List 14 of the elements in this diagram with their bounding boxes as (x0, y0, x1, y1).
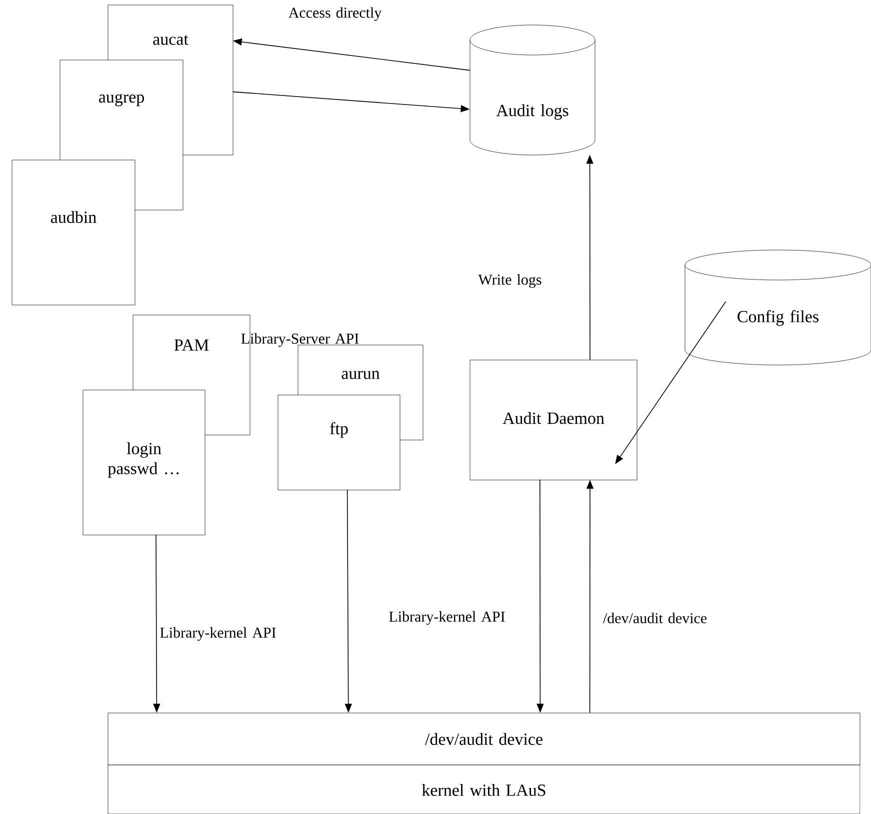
program-box: ftp (278, 394, 400, 490)
layer-band: /dev/audit device (108, 712, 860, 766)
api-label: Library-Server API (241, 333, 359, 347)
edge-label: Write logs (478, 274, 542, 288)
edge-label: Access directly (288, 7, 382, 21)
program-box: audbin (12, 160, 136, 306)
storage-cylinder: Audit logs (470, 24, 596, 156)
edge-label: /dev/audit device (602, 612, 707, 624)
edge-label: Library-kernel API (160, 627, 276, 641)
edge-label: Library-kernel API (389, 611, 505, 625)
storage-cylinder: Config files (684, 250, 871, 366)
layer-band: kernel with LAuS (108, 764, 860, 814)
program-box: Audit Daemon (470, 360, 638, 480)
program-box: login passwd … (82, 390, 206, 536)
